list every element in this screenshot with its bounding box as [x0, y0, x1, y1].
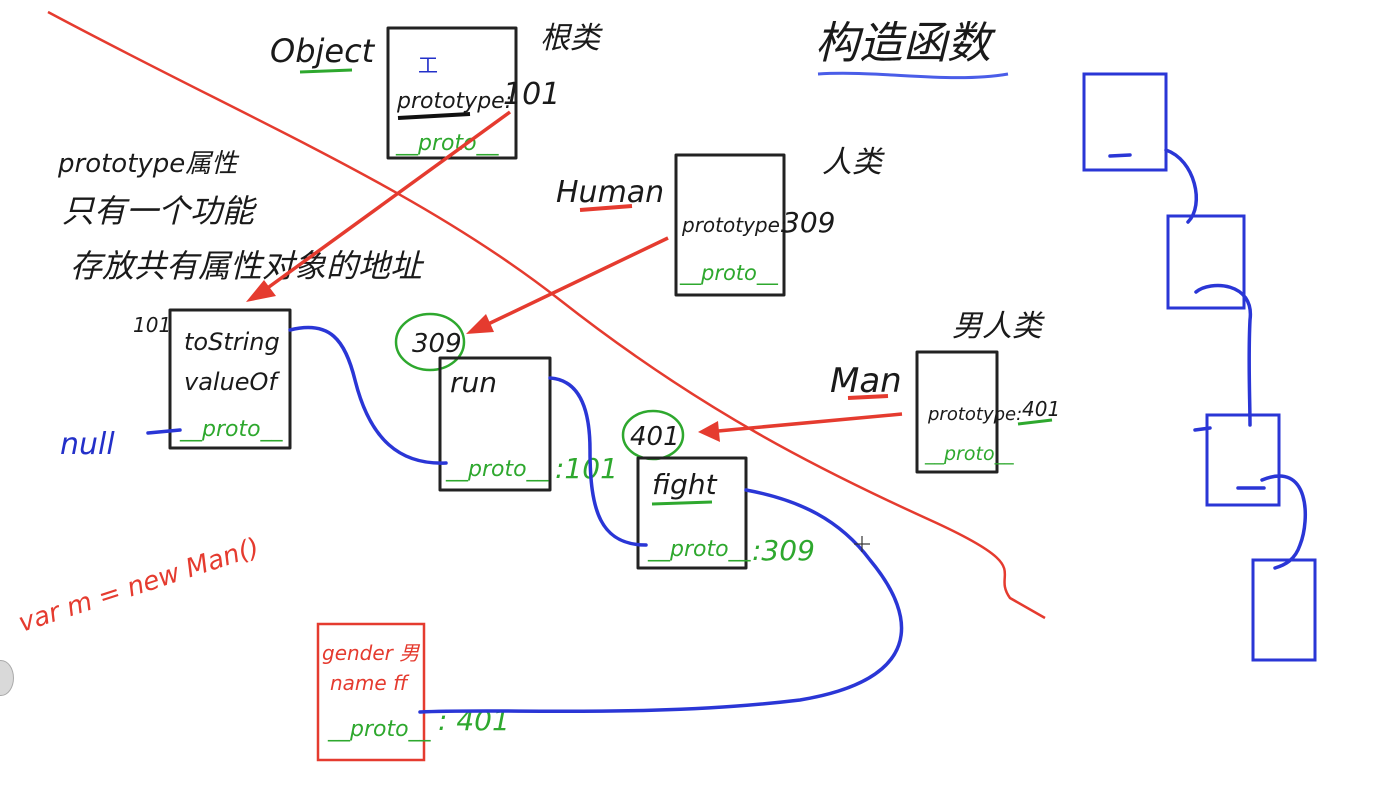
man-prototype-box — [636, 456, 748, 570]
human-constructor: Human 人类 prototype: 309 __proto__ — [556, 145, 885, 297]
human-name: Human — [556, 175, 664, 210]
human-prototype-node: 309 run __proto__ :101 — [394, 312, 618, 492]
human-box — [674, 153, 786, 297]
human-prototype-proto-value: :101 — [555, 452, 618, 485]
null-connector — [146, 428, 182, 435]
human-prototype-value: 309 — [782, 206, 835, 239]
man-prototype-address: 401 — [630, 422, 680, 452]
object-prototype-box — [168, 308, 292, 450]
chain-curve-instance-to-man — [418, 488, 904, 714]
instance-field-1: gender 男 — [322, 641, 420, 665]
chain-sketch — [1082, 72, 1317, 662]
object-constructor: Object 根类 工 prototype: 101 __proto__ — [270, 21, 603, 160]
object-prototype-value: 101 — [503, 77, 560, 112]
man-prototype-label: prototype: — [927, 404, 1022, 425]
page-title: 构造函数 — [815, 18, 996, 69]
object-name: Object — [270, 32, 376, 70]
instance-box — [316, 622, 426, 762]
arrow-man-prototype — [698, 412, 903, 442]
human-prototype-address-circle — [394, 312, 466, 372]
object-prototype-address: 101 — [133, 313, 171, 337]
instance-proto-label: __proto__ — [327, 717, 432, 742]
object-box — [386, 26, 518, 160]
man-prototype-method-1: fight — [652, 468, 718, 501]
object-prototype-proto-label: __proto__ — [179, 417, 284, 442]
object-prototype-method-2: valueOf — [184, 368, 280, 396]
human-proto-label: __proto__ — [679, 261, 778, 286]
man-box — [915, 350, 999, 474]
object-prototype-label: prototype: — [396, 89, 512, 114]
human-tag: 人类 — [822, 145, 885, 180]
null-label: null — [60, 427, 115, 462]
object-marker: 工 — [418, 53, 438, 77]
arrow-human-prototype — [466, 236, 669, 334]
man-name: Man — [830, 361, 902, 401]
man-prototype-value: 401 — [1022, 397, 1060, 421]
man-prototype-proto-value: :309 — [752, 534, 815, 567]
instance-node: var m = new Man() gender 男 name ff __pro… — [15, 533, 510, 762]
human-prototype-label: prototype: — [681, 213, 787, 237]
red-divider-line — [47, 10, 1046, 620]
man-prototype-node: 401 fight __proto__ :309 — [621, 409, 815, 570]
instance-field-2: name ff — [330, 671, 410, 695]
object-prototype-node: 101 toString valueOf __proto__ null — [60, 308, 292, 462]
man-prototype-proto-label: __proto__ — [647, 537, 752, 562]
man-constructor: Man 男人类 prototype: 401 __proto__ — [830, 309, 1060, 474]
man-proto-label: __proto__ — [924, 443, 1014, 465]
instance-proto-value: : 401 — [438, 704, 510, 737]
title-group: 构造函数 — [815, 18, 1009, 80]
note-line-2: 只有一个功能 — [62, 192, 257, 230]
human-prototype-proto-label: __proto__ — [445, 457, 550, 482]
note-line-1: prototype属性 — [57, 149, 240, 179]
chain-curve-man-to-human — [548, 376, 648, 547]
note-block: prototype属性 只有一个功能 存放共有属性对象的地址 — [57, 149, 425, 285]
note-line-3: 存放共有属性对象的地址 — [70, 247, 425, 285]
cursor-crosshair-icon — [854, 536, 870, 552]
human-prototype-address: 309 — [412, 329, 462, 359]
object-prototype-method-1: toString — [184, 328, 280, 356]
instance-declaration: var m = new Man() — [15, 533, 263, 639]
human-prototype-method-1: run — [450, 366, 497, 399]
object-proto-label: __proto__ — [395, 131, 500, 156]
man-tag: 男人类 — [952, 309, 1045, 344]
object-tag: 根类 — [540, 21, 603, 56]
chain-curve-human-to-object — [288, 325, 448, 465]
human-prototype-box — [438, 356, 552, 492]
arrow-object-prototype — [246, 110, 512, 302]
